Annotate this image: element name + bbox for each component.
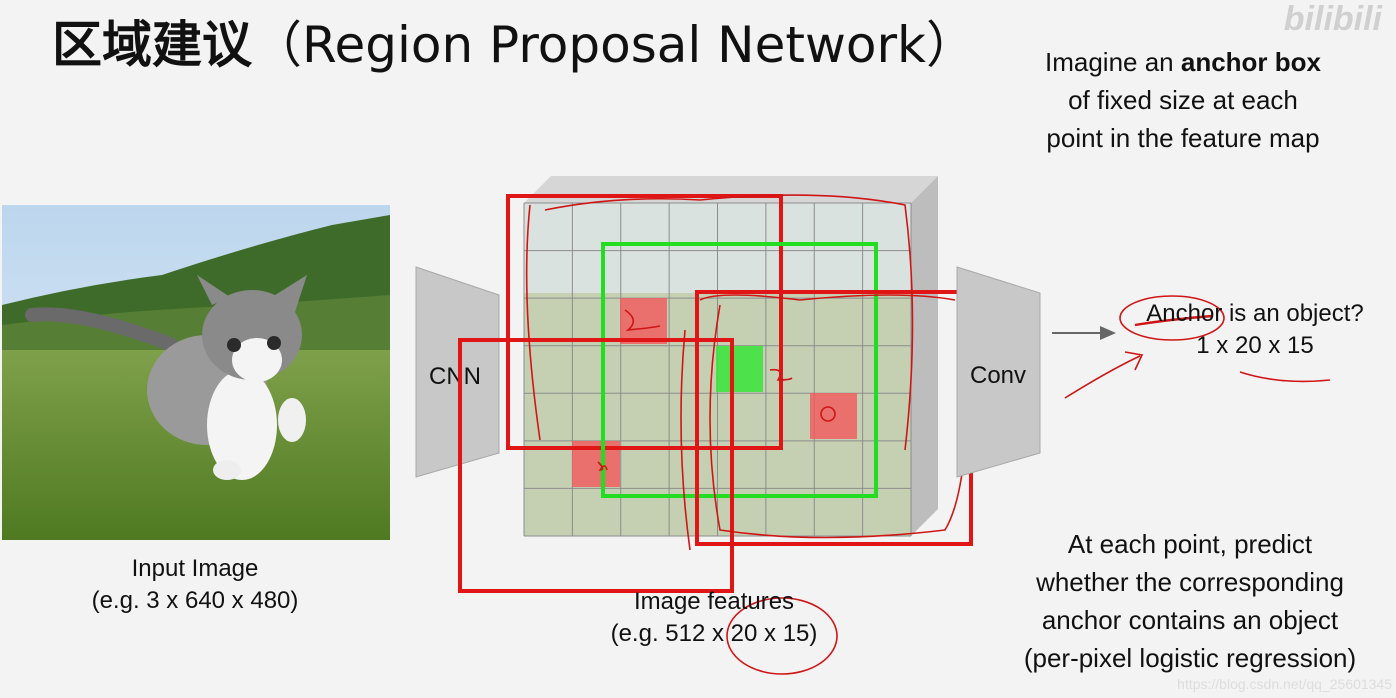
scribble-small-2 [769, 368, 793, 381]
kitten [25, 275, 307, 480]
arrow-scribble [1064, 351, 1144, 399]
scribble-small [597, 461, 608, 471]
cnn-label: CNN [429, 363, 481, 390]
circle-20x15 [726, 597, 838, 675]
feature-grid [523, 202, 912, 537]
source-url: https://blog.csdn.net/qq_25601345 [1177, 676, 1392, 692]
features-label: Image features (e.g. 512 x 20 x 15) [583, 586, 845, 650]
input-label-line1: Input Image [131, 555, 259, 582]
input-image [2, 205, 390, 540]
predict-note-line4: (per-pixel logistic regression) [1023, 643, 1357, 673]
anchor-box-green [601, 242, 878, 498]
scribble-2 [544, 194, 914, 451]
highlight-cell-1 [620, 298, 667, 344]
features-label-line1: Image features [633, 588, 795, 615]
conv-block [956, 266, 1041, 478]
feature-map-side-face [911, 176, 938, 536]
anchor-note-line1: Imagine an anchor box [1044, 47, 1321, 77]
highlight-cell-2 [716, 346, 763, 392]
scribble-4 [709, 299, 969, 539]
underline-anchor [1134, 314, 1213, 327]
slide-title: 区域建议（Region Proposal Network） [52, 10, 976, 80]
title-chinese: 区域建议 [52, 16, 252, 74]
anchor-question-line2: 1 x 20 x 15 [1196, 332, 1314, 359]
anchor-box-red-1 [506, 194, 783, 450]
predict-note-line1: At each point, predict [1067, 529, 1313, 559]
cnn-block [415, 266, 500, 478]
anchor-question-line1: Anchor is an object? [1146, 300, 1364, 327]
input-image-label: Input Image (e.g. 3 x 640 x 480) [60, 553, 330, 617]
scribble-2-digit [624, 309, 661, 332]
predict-note-line2: whether the corresponding [1036, 567, 1344, 597]
anchor-note-line3: point in the feature map [1046, 123, 1320, 153]
feature-map [523, 176, 938, 537]
scribble-1 [525, 204, 541, 441]
features-label-line2: (e.g. 512 x 20 x 15) [610, 620, 818, 647]
anchor-note: Imagine an anchor box of fixed size at e… [1000, 43, 1366, 157]
anchor-question: Anchor is an object? 1 x 20 x 15 [1125, 298, 1385, 362]
conv-label: Conv [969, 362, 1027, 389]
scribble-5 [680, 329, 691, 551]
output-arrow [1052, 326, 1116, 340]
anchor-box-red-2 [458, 338, 734, 593]
circle-anchor [1119, 295, 1225, 341]
input-label-line2: (e.g. 3 x 640 x 480) [91, 587, 299, 614]
scribble-circle [820, 406, 836, 422]
handwritten-annotations [525, 194, 1331, 675]
title-english: （Region Proposal Network） [252, 16, 976, 74]
underline-dims [1239, 371, 1331, 383]
highlight-cell-3 [810, 393, 857, 439]
scribble-3 [699, 294, 956, 301]
predict-note: At each point, predict whether the corre… [990, 525, 1390, 677]
predict-note-line3: anchor contains an object [1041, 605, 1339, 635]
bilibili-watermark: bilibili [1283, 0, 1382, 38]
anchor-note-line2: of fixed size at each [1068, 85, 1298, 115]
